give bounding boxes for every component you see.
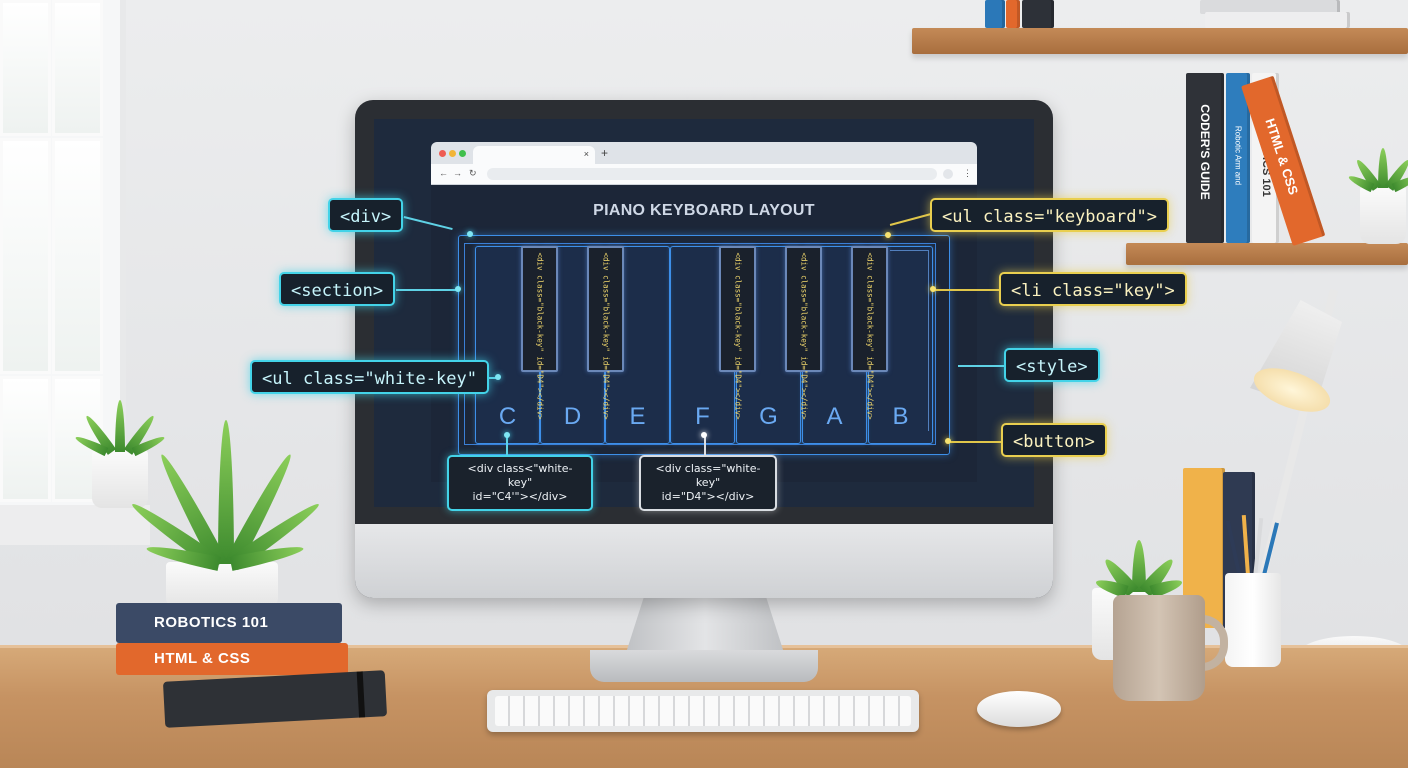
connector-line xyxy=(506,436,508,456)
code-line: <div class<"white-key" xyxy=(467,462,573,489)
connector-node xyxy=(495,374,501,380)
shelf-book xyxy=(1205,12,1350,28)
white-key-label: C xyxy=(498,403,517,430)
notebook-strap xyxy=(356,671,366,718)
plant-pot xyxy=(166,562,278,608)
shelf-book xyxy=(1200,0,1340,14)
window xyxy=(0,0,126,520)
shelf-book-coders-guide: CODER'S GUIDE xyxy=(1186,73,1224,243)
keyboard-list-outline xyxy=(464,243,936,445)
connector-line xyxy=(948,441,1001,443)
black-key-code: <div class="black-key" id="D4"></div> xyxy=(601,252,610,420)
tag-li-key: <li class="key"> xyxy=(999,272,1187,306)
coffee-mug xyxy=(1113,595,1205,701)
code-line: id="D4"></div> xyxy=(661,490,755,503)
browser-toolbar: ← → ↻ ⋮ xyxy=(431,164,977,185)
maximize-window-button[interactable] xyxy=(459,150,466,157)
connector-node xyxy=(945,438,951,444)
connector-node xyxy=(504,432,510,438)
black-key-code: <div class="black-key" id="D4"></div> xyxy=(865,252,874,420)
code-line: id="C4'"></div> xyxy=(472,490,568,503)
window-sill xyxy=(0,505,150,545)
shelf-plant-pot xyxy=(1360,186,1406,244)
small-plant-pot xyxy=(92,450,148,508)
shelf-book xyxy=(985,0,1005,28)
forward-arrow-icon[interactable]: → xyxy=(453,168,462,178)
small-plant-icon xyxy=(73,400,167,457)
window-pane xyxy=(0,376,51,502)
browser-tab[interactable]: × xyxy=(473,146,595,164)
window-pane xyxy=(52,0,103,136)
monitor-chin xyxy=(355,524,1053,598)
connector-node xyxy=(455,286,461,292)
plant-icon xyxy=(128,420,323,571)
code-callout-d4: <div class="white-key" id="D4"></div> xyxy=(639,455,777,511)
tab-close-icon[interactable]: × xyxy=(583,149,589,159)
black-key[interactable]: <div class="black-key" id="D4"></div> xyxy=(785,246,822,420)
browser-tab-bar: × + xyxy=(431,142,977,164)
shelf-plant-icon xyxy=(1347,148,1408,193)
book-spine-text: Robotic Arm and xyxy=(1233,125,1243,186)
shelf-book xyxy=(1022,0,1054,28)
black-key-code: <div class="black-key" id="D4"></div> xyxy=(535,252,544,420)
connector-line xyxy=(933,289,999,291)
connector-node xyxy=(467,231,473,237)
black-key[interactable]: <div class="black-key" id="D4"></div> xyxy=(851,246,888,420)
minimize-window-button[interactable] xyxy=(449,150,456,157)
code-callout-c4: <div class<"white-key" id="C4'"></div> xyxy=(447,455,593,511)
connector-node xyxy=(930,286,936,292)
desk-book-html-css: HTML & CSS xyxy=(116,643,348,675)
white-key-label: B xyxy=(892,403,909,430)
new-tab-icon[interactable]: + xyxy=(601,146,609,160)
monitor-stand-foot xyxy=(590,650,818,682)
shelf-book xyxy=(1006,0,1020,28)
black-key[interactable]: <div class="black-key" id="D4"></div> xyxy=(521,246,558,420)
close-window-button[interactable] xyxy=(439,150,446,157)
white-key-label: F xyxy=(695,403,710,430)
connector-line xyxy=(704,436,706,456)
window-pane xyxy=(52,138,103,374)
code-line: <div class="white-key" xyxy=(655,462,761,489)
keyboard-keys xyxy=(495,696,911,726)
connector-node xyxy=(701,432,707,438)
back-arrow-icon[interactable]: ← xyxy=(439,168,448,178)
succulent-icon xyxy=(1090,540,1186,599)
browser-menu-icon[interactable]: ⋮ xyxy=(963,168,972,178)
book-spine-text: CODER'S GUIDE xyxy=(1198,104,1212,200)
connector-node xyxy=(885,232,891,238)
keyboard-bracket xyxy=(890,250,929,431)
window-pane xyxy=(0,138,51,374)
black-key[interactable]: <div class="black-key" id="D4"></div> xyxy=(587,246,624,420)
computer-mouse[interactable] xyxy=(977,691,1061,727)
lower-shelf xyxy=(1126,243,1408,265)
connector-line xyxy=(396,289,458,291)
pencil-cup xyxy=(1225,573,1281,667)
white-key-label: G xyxy=(759,403,778,430)
white-key-label: D xyxy=(563,403,582,430)
black-key-code: <div class="black-key" id="D4"></div> xyxy=(733,252,742,420)
white-key-label: E xyxy=(629,403,646,430)
tag-ul-keyboard: <ul class="keyboard"> xyxy=(930,198,1169,232)
tag-button: <button> xyxy=(1001,423,1107,457)
reload-icon[interactable]: ↻ xyxy=(469,168,477,178)
address-bar[interactable] xyxy=(487,168,937,180)
tag-style: <style> xyxy=(1004,348,1100,382)
window-pane xyxy=(0,0,51,136)
desk-book-robotics-101: ROBOTICS 101 xyxy=(116,603,342,643)
profile-icon[interactable] xyxy=(943,169,953,179)
mug-handle xyxy=(1196,615,1228,671)
upper-shelf xyxy=(912,28,1408,54)
tag-section: <section> xyxy=(279,272,396,306)
monitor-stand-neck xyxy=(625,596,785,656)
black-key-code: <div class="black-key" id="D4"></div> xyxy=(799,252,808,420)
white-key-label: A xyxy=(826,403,843,430)
computer-keyboard[interactable] xyxy=(487,690,919,732)
page-title: PIANO KEYBOARD LAYOUT xyxy=(593,202,815,219)
connector-line xyxy=(958,365,1004,367)
tag-div: <div> xyxy=(328,198,404,232)
black-key[interactable]: <div class="black-key" id="D4"></div> xyxy=(719,246,756,420)
tag-ul-white-key: <ul class="white-key" xyxy=(250,360,489,394)
